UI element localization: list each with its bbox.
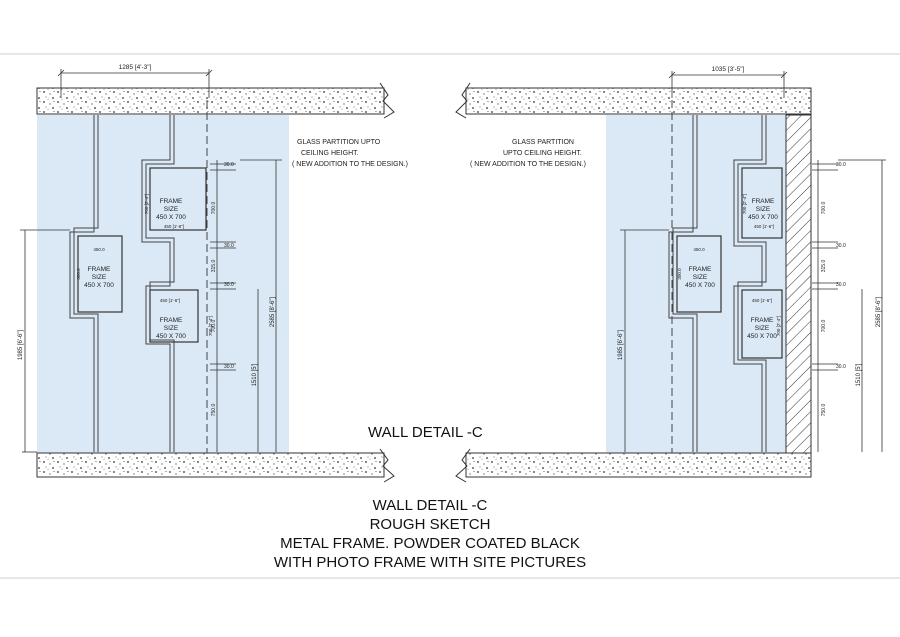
- frame-label: SIZE: [164, 206, 179, 213]
- total-dimension: 1985 [6'-6"]: [618, 330, 624, 361]
- metal-frame-inner: [733, 115, 763, 452]
- total-dimension: 1510 [5']: [856, 363, 862, 386]
- frame-label: FRAME: [752, 198, 775, 205]
- photo-frame: [149, 167, 207, 231]
- dim-750: 750.0: [211, 404, 217, 417]
- caption-line: METAL FRAME. POWDER COATED BLACK: [280, 535, 580, 552]
- photo-frame: [741, 167, 783, 239]
- frame-height-dim: 700 [2'-4"]: [776, 316, 781, 336]
- frame-label: FRAME: [689, 266, 712, 273]
- metal-frame-outer: [69, 115, 95, 452]
- frame-height-dim: 700 [2'-4"]: [742, 194, 747, 214]
- caption-line: WALL DETAIL -C: [372, 497, 488, 514]
- width-dimension: 1285 [4'-3"]: [119, 64, 152, 71]
- glass-note: ( NEW ADDITION TO THE DESIGN.): [470, 161, 586, 168]
- dim-30: 30.0: [224, 282, 234, 288]
- frame-size: 450 X 700: [84, 282, 114, 289]
- frame-label: FRAME: [88, 266, 111, 273]
- dim-30: 30.0: [224, 162, 234, 168]
- metal-frame-inner: [141, 115, 171, 452]
- break-line: [379, 82, 395, 119]
- photo-frame: [77, 235, 123, 313]
- frame-label: SIZE: [164, 325, 179, 332]
- dim-315: 315.0: [211, 260, 217, 273]
- dim-700: 700.0: [211, 320, 217, 333]
- dim-30: 30.0: [836, 364, 846, 370]
- dim-30: 30.0: [836, 282, 846, 288]
- frame-width-dim: 450.0: [93, 247, 105, 252]
- frame-width-dim: 450 [1'-6"]: [164, 224, 184, 229]
- frame-height-dim: 700 [2'-4"]: [208, 316, 213, 336]
- dim-750: 750.0: [821, 404, 827, 417]
- photo-frame: [676, 235, 722, 313]
- frame-height-dim: 300.0: [76, 268, 81, 280]
- dim-30: 30.0: [836, 162, 846, 168]
- total-dimension: 2585 [8'-6"]: [876, 297, 882, 328]
- break-line: [455, 82, 471, 119]
- dim-700: 700.0: [821, 320, 827, 333]
- frame-size: 450 X 700: [156, 333, 186, 340]
- break-line: [379, 448, 395, 483]
- total-dimension: 1985 [6'-6"]: [18, 330, 24, 361]
- total-dimension: 2585 [8'-6"]: [270, 297, 276, 328]
- frame-label: SIZE: [693, 274, 708, 281]
- dim-315: 315.0: [821, 260, 827, 273]
- frame-size: 450 X 700: [156, 214, 186, 221]
- caption-line: WITH PHOTO FRAME WITH SITE PICTURES: [273, 554, 587, 571]
- right-detail: FRAME SIZE 450 X 700 FRAME SIZE 450 X 70…: [455, 66, 886, 483]
- frame-label: SIZE: [755, 325, 770, 332]
- wall-hatch: [785, 114, 812, 454]
- glass-note: UPTO CEILING HEIGHT.: [503, 150, 582, 157]
- drawing-title: WALL DETAIL -C: [368, 424, 483, 441]
- total-dimension: 1510 [5']: [252, 363, 258, 386]
- frame-height-dim: 700 [2'-4"]: [144, 194, 149, 214]
- frame-label: FRAME: [160, 317, 183, 324]
- frame-height-dim: 300.0: [677, 268, 682, 280]
- glass-note: ( NEW ADDITION TO THE DESIGN.): [292, 161, 408, 168]
- dim-30: 30.0: [836, 243, 846, 249]
- glass-note: CEILING HEIGHT.: [301, 150, 359, 157]
- photo-frame: [149, 289, 199, 343]
- glass-note: GLASS PARTITION UPTO: [297, 139, 381, 146]
- frame-width-dim: 450 [1'-6"]: [160, 298, 180, 303]
- ceiling-slab-left: [36, 87, 385, 115]
- left-detail: FRAME SIZE 450 X 700 FRAME SIZE 450 X 70…: [18, 64, 408, 483]
- frame-label: FRAME: [160, 198, 183, 205]
- frame-size: 450 X 700: [685, 282, 715, 289]
- frame-size: 450 X 700: [747, 333, 777, 340]
- photo-frame: [741, 289, 783, 359]
- floor-slab-right: [465, 452, 812, 478]
- dim-30: 30.0: [224, 243, 234, 249]
- metal-frame-inner: [145, 115, 175, 452]
- frame-size: 450 X 700: [748, 214, 778, 221]
- frame-label: SIZE: [92, 274, 107, 281]
- frame-label: FRAME: [751, 317, 774, 324]
- glass-partition-right: [606, 115, 786, 453]
- glass-partition-left: [37, 115, 289, 453]
- dim-700: 700.0: [211, 202, 217, 215]
- floor-slab-left: [36, 452, 385, 478]
- ceiling-slab-right: [465, 87, 812, 115]
- break-line: [455, 448, 471, 483]
- frame-width-dim: 450.0: [693, 247, 705, 252]
- metal-frame-outer: [668, 115, 694, 452]
- frame-width-dim: 450 [1'-6"]: [752, 298, 772, 303]
- frame-width-dim: 450 [1'-6"]: [754, 224, 774, 229]
- dim-700: 700.0: [821, 202, 827, 215]
- caption-line: ROUGH SKETCH: [369, 516, 491, 533]
- metal-frame-outer: [73, 115, 99, 452]
- caption-block: WALL DETAIL -C ROUGH SKETCH METAL FRAME.…: [200, 496, 660, 572]
- dim-30: 30.0: [224, 364, 234, 370]
- glass-note: GLASS PARTITION: [512, 139, 574, 146]
- metal-frame-outer: [672, 115, 698, 452]
- frame-label: SIZE: [756, 206, 771, 213]
- metal-frame-inner: [737, 115, 767, 452]
- width-dimension: 1035 [3'-5"]: [712, 66, 745, 73]
